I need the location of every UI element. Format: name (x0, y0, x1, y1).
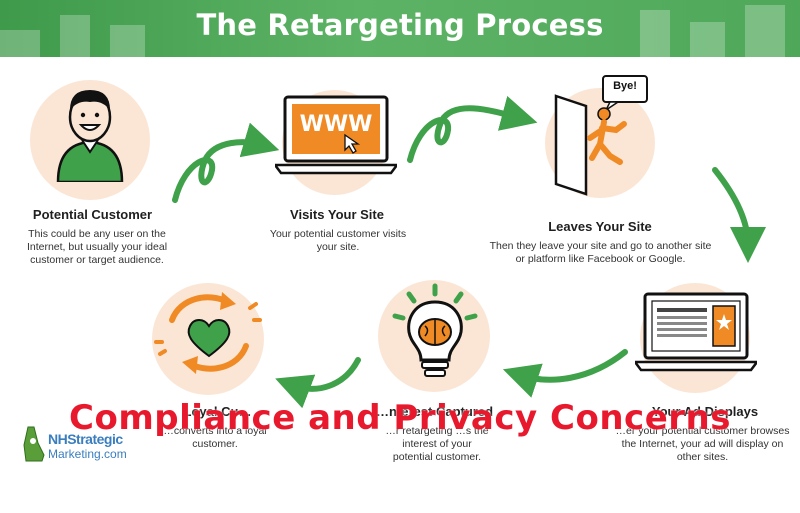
person-icon (56, 90, 124, 182)
logo-line-2: Marketing.com (48, 447, 127, 461)
laptop-screen-text: WWW (299, 112, 373, 137)
step-desc: This could be any user on the Internet, … (26, 228, 168, 266)
step-title: Your Ad Displays (651, 404, 759, 419)
header-banner: The Retargeting Process (0, 0, 800, 57)
arrow-1-icon (172, 122, 280, 203)
step-title: Leaves Your Site (548, 219, 652, 234)
arrow-5-icon (275, 357, 361, 409)
step-desc: Then they leave your site and go to anot… (489, 240, 712, 265)
logo-line-1: NHStrategic (48, 431, 123, 447)
laptop-www-icon (275, 95, 397, 175)
speech-bubble-text: Bye! (613, 80, 637, 92)
arrow-2-icon (407, 95, 538, 163)
lightbulb-brain-icon (392, 283, 478, 377)
laptop-ad-icon (635, 292, 757, 372)
heart-cycle-icon (154, 292, 262, 374)
nh-state-logo-icon (23, 426, 45, 462)
company-logo: NHStrategic Marketing.com (20, 425, 140, 463)
header-chart-pattern (0, 5, 785, 57)
step-title: Loyal Cu… (183, 404, 252, 419)
exit-door-icon (554, 75, 648, 196)
step-title: Potential Customer (32, 207, 153, 222)
step-desc: Your potential customer visits your site… (269, 228, 407, 253)
step-title: …nterest Captured (376, 404, 494, 419)
step-title: Visits Your Site (290, 207, 384, 222)
overlay-caption: Compliance and Privacy Concerns (69, 398, 731, 438)
step-desc: …er your potential customer browses the … (615, 425, 790, 463)
step-desc: …r retargeting …s the interest of your p… (385, 425, 489, 463)
step-desc: …converts into a loyal customer. (163, 425, 267, 450)
arrow-3-icon (712, 167, 766, 263)
page-title: The Retargeting Process (196, 8, 604, 42)
arrow-4-icon (502, 349, 628, 398)
